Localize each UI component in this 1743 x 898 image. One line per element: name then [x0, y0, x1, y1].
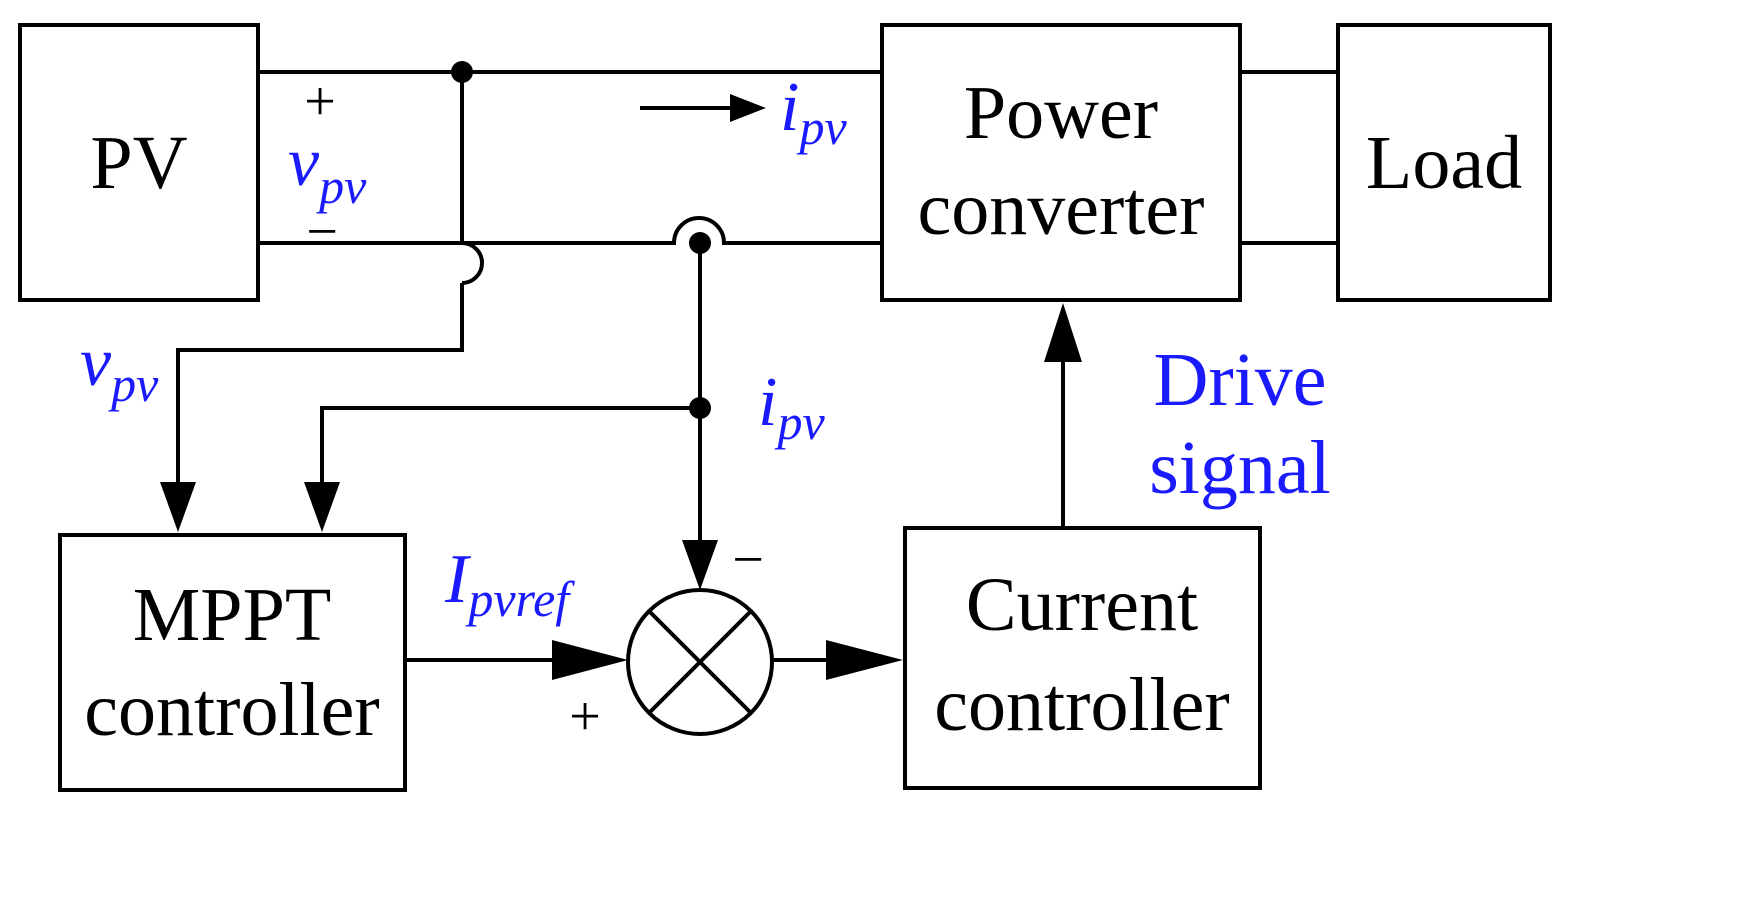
ipv-direction-arrowhead — [730, 94, 766, 122]
vpv-top-label: vpv — [288, 124, 367, 214]
vpv-sense-wire — [176, 72, 464, 482]
ipv-mid-label: ipv — [758, 364, 825, 450]
error-arrowhead — [826, 640, 903, 680]
power-converter-label-line2: converter — [918, 167, 1205, 251]
mppt-label-line1: MPPT — [133, 573, 332, 657]
current-controller-label-line1: Current — [966, 563, 1198, 647]
negative-bus-wire — [258, 216, 882, 285]
ipv-to-summer-arrowhead — [682, 540, 718, 590]
ipv-sense-junction — [689, 397, 711, 419]
ipv-sense-wire — [320, 243, 702, 545]
pv-plus-sign: + — [304, 71, 336, 133]
power-converter-block: Power converter — [880, 23, 1242, 302]
ipv-to-mppt-arrowhead — [304, 482, 340, 532]
ipvref-label: Ipvref — [444, 541, 575, 627]
pv-label: PV — [90, 121, 187, 205]
pv-block: PV — [18, 23, 260, 302]
drive-signal-arrowhead — [1044, 303, 1082, 362]
vpv-left-label: vpv — [80, 324, 159, 412]
drive-signal-label-line1: Drive — [1153, 338, 1326, 422]
load-label: Load — [1366, 121, 1522, 205]
mppt-label-line2: controller — [84, 668, 379, 752]
ipv-top-label: ipv — [780, 69, 847, 155]
summing-junction — [626, 588, 774, 736]
summer-plus-sign: + — [569, 686, 601, 748]
summer-minus-sign: − — [732, 529, 764, 591]
current-controller-label-line2: controller — [934, 663, 1229, 747]
vpv-sense-arrowhead — [160, 482, 196, 532]
current-controller-block: Current controller — [903, 526, 1262, 790]
drive-signal-label-line2: signal — [1149, 426, 1331, 510]
load-block: Load — [1336, 23, 1552, 302]
mppt-controller-block: MPPT controller — [58, 533, 407, 792]
power-converter-label-line1: Power — [964, 71, 1158, 155]
ipvref-arrowhead — [552, 640, 628, 680]
pv-minus-sign: − — [306, 201, 338, 263]
